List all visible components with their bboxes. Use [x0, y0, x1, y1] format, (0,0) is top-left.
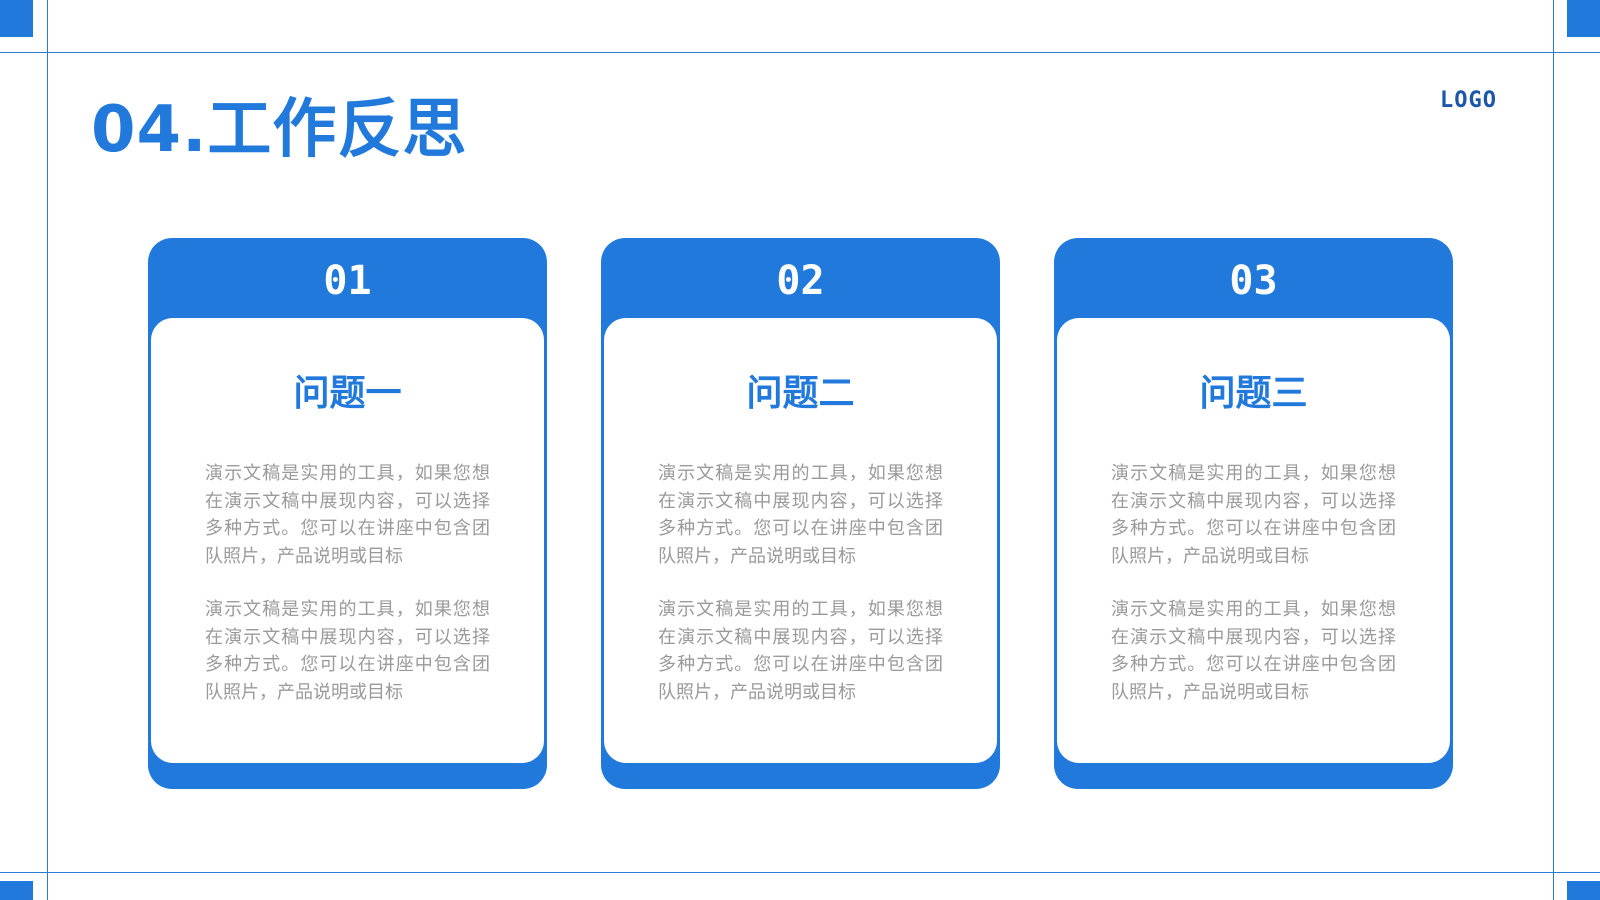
logo: LOGO: [1440, 88, 1497, 113]
corner-square-top-right: [1567, 0, 1600, 37]
corner-square-bottom-right: [1567, 881, 1600, 900]
card-body: 演示文稿是实用的工具，如果您想在演示文稿中展现内容，可以选择多种方式。您可以在讲…: [205, 460, 490, 732]
frame-line-right: [1553, 0, 1554, 900]
card-paragraph: 演示文稿是实用的工具，如果您想在演示文稿中展现内容，可以选择多种方式。您可以在讲…: [1111, 463, 1396, 567]
card-heading: 问题三: [1199, 373, 1308, 414]
card-number: 02: [776, 258, 825, 304]
card-number: 01: [323, 258, 372, 304]
frame-line-bottom: [0, 872, 1600, 873]
card-paragraph: 演示文稿是实用的工具，如果您想在演示文稿中展现内容，可以选择多种方式。您可以在讲…: [658, 599, 943, 703]
card-body: 演示文稿是实用的工具，如果您想在演示文稿中展现内容，可以选择多种方式。您可以在讲…: [1111, 460, 1396, 732]
card-paragraph: 演示文稿是实用的工具，如果您想在演示文稿中展现内容，可以选择多种方式。您可以在讲…: [1111, 599, 1396, 703]
corner-square-top-left: [0, 0, 33, 37]
card-3: 03 问题三 演示文稿是实用的工具，如果您想在演示文稿中展现内容，可以选择多种方…: [1054, 238, 1453, 789]
frame-line-top: [0, 52, 1600, 53]
card-body: 演示文稿是实用的工具，如果您想在演示文稿中展现内容，可以选择多种方式。您可以在讲…: [658, 460, 943, 732]
corner-square-bottom-left: [0, 881, 33, 900]
card-heading: 问题二: [746, 373, 855, 414]
card-content-panel: 问题一 演示文稿是实用的工具，如果您想在演示文稿中展现内容，可以选择多种方式。您…: [151, 318, 544, 763]
frame-line-left: [47, 0, 48, 900]
card-paragraph: 演示文稿是实用的工具，如果您想在演示文稿中展现内容，可以选择多种方式。您可以在讲…: [205, 463, 490, 567]
page-title: 04.工作反思: [91, 93, 468, 167]
card-number: 03: [1229, 258, 1278, 304]
card-heading: 问题一: [293, 373, 402, 414]
card-paragraph: 演示文稿是实用的工具，如果您想在演示文稿中展现内容，可以选择多种方式。您可以在讲…: [658, 463, 943, 567]
card-1: 01 问题一 演示文稿是实用的工具，如果您想在演示文稿中展现内容，可以选择多种方…: [148, 238, 547, 789]
card-content-panel: 问题三 演示文稿是实用的工具，如果您想在演示文稿中展现内容，可以选择多种方式。您…: [1057, 318, 1450, 763]
card-2: 02 问题二 演示文稿是实用的工具，如果您想在演示文稿中展现内容，可以选择多种方…: [601, 238, 1000, 789]
card-content-panel: 问题二 演示文稿是实用的工具，如果您想在演示文稿中展现内容，可以选择多种方式。您…: [604, 318, 997, 763]
card-paragraph: 演示文稿是实用的工具，如果您想在演示文稿中展现内容，可以选择多种方式。您可以在讲…: [205, 599, 490, 703]
